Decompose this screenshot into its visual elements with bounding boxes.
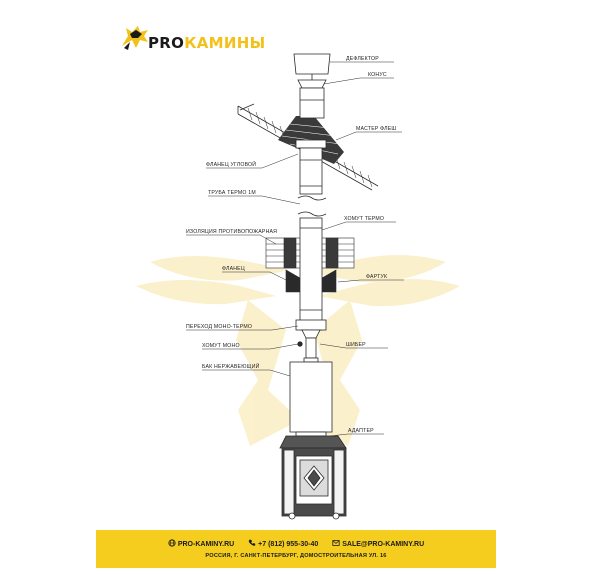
stove (279, 435, 347, 520)
brand-name: КАМИНЫ (184, 34, 266, 52)
email-link[interactable]: SALE@PRO-KAMINY.RU (332, 539, 424, 548)
site-link[interactable]: PRO-KAMINY.RU (168, 539, 234, 548)
phone-link[interactable]: +7 (812) 955-30-40 (248, 539, 318, 548)
brand-prefix: PRO (148, 34, 185, 52)
site-text: PRO-KAMINY.RU (177, 541, 235, 548)
phone-icon (248, 539, 256, 546)
contact-row: PRO-KAMINY.RU +7 (812) 955-30-40 SALE@PR… (96, 539, 496, 548)
phone-text: +7 (812) 955-30-40 (258, 541, 319, 548)
globe-icon (168, 539, 176, 547)
address: РОССИЯ, Г. САНКТ-ПЕТЕРБУРГ, ДОМОСТРОИТЕЛ… (205, 553, 387, 559)
leader-lines (186, 61, 404, 437)
watermark-logo (136, 255, 460, 446)
footer: PRO-KAMINY.RU +7 (812) 955-30-40 SALE@PR… (96, 530, 496, 568)
mail-icon (332, 540, 340, 546)
email-text: SALE@PRO-KAMINY.RU (342, 541, 425, 548)
dragon-logo-icon (122, 26, 148, 50)
chimney-pipe (289, 53, 333, 437)
brand-title: PROКАМИНЫ (148, 34, 265, 52)
